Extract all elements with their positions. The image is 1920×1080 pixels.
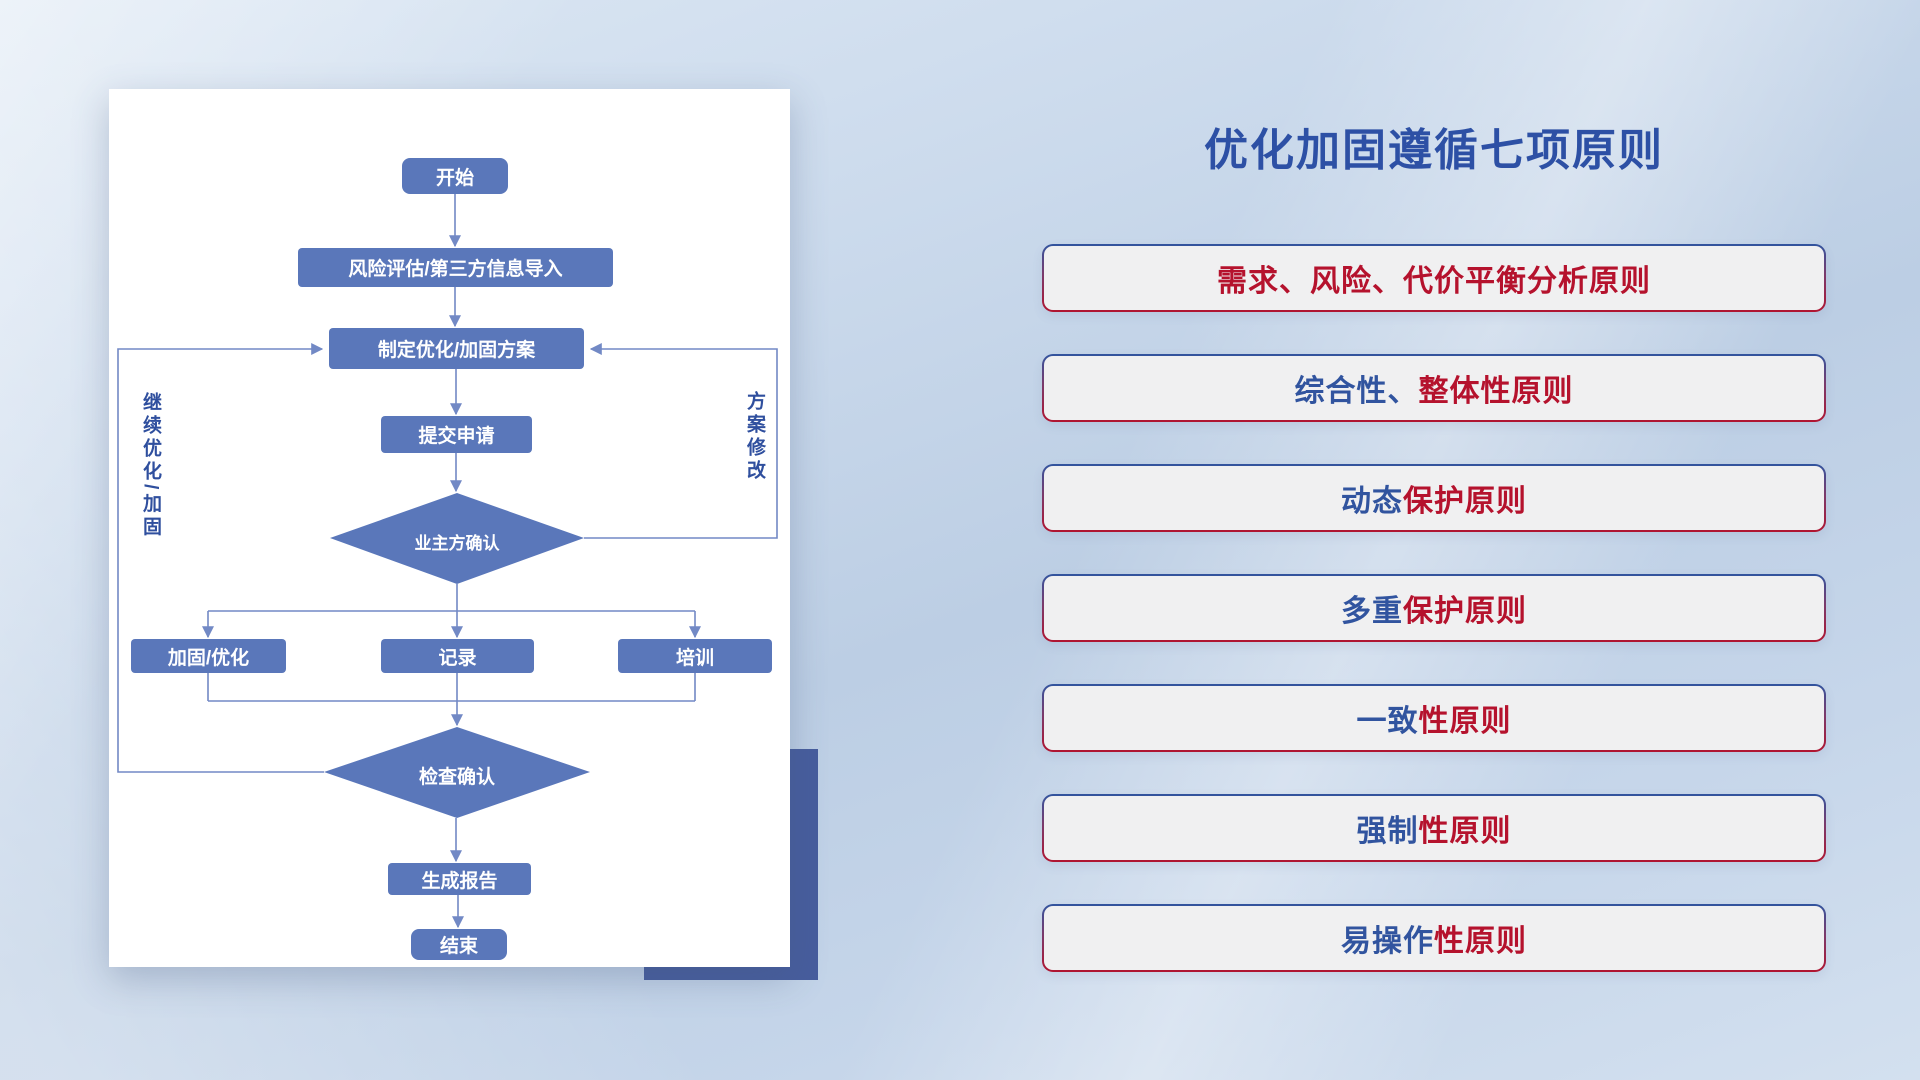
principle-box: 多重保护原则 [1042, 574, 1826, 642]
page-title: 优化加固遵循七项原则 [1204, 126, 1664, 175]
principle-box: 综合性、整体性原则 [1042, 354, 1826, 422]
principle-text: 整体性原则 [1418, 375, 1574, 408]
principle-box: 易操作性原则 [1042, 904, 1826, 972]
principle-text: 易操作 [1341, 925, 1434, 958]
flow-connectors [117, 194, 778, 929]
flowchart-card: 开始 风险评估/第三方信息导入 制定优化/加固方案 提交申请 业主方确认 加固/… [109, 89, 790, 967]
check-confirm-diamond [324, 727, 590, 818]
principle-box: 动态保护原则 [1042, 464, 1826, 532]
principles-list: 需求、风险、代价平衡分析原则综合性、整体性原则动态保护原则多重保护原则一致性原则… [1042, 244, 1826, 972]
label-continue-optimize-loop: 继续优化/加固 [140, 392, 161, 540]
principle-text: 保护原则 [1403, 595, 1527, 628]
node-submit-application: 提交申请 [381, 416, 532, 453]
principle-box: 一致性原则 [1042, 684, 1826, 752]
label-plan-modify-loop: 方案修改 [744, 391, 765, 483]
principle-box: 需求、风险、代价平衡分析原则 [1042, 244, 1826, 312]
node-record: 记录 [381, 639, 534, 673]
principle-text: 性原则 [1418, 815, 1512, 848]
principle-box: 强制性原则 [1042, 794, 1826, 862]
principle-text: 性原则 [1434, 925, 1527, 958]
principle-text: 动态 [1341, 485, 1403, 518]
principle-text: 强制 [1356, 815, 1419, 848]
node-risk-assessment: 风险评估/第三方信息导入 [298, 248, 613, 287]
principle-text: 综合性、 [1294, 375, 1419, 408]
principle-text: 性原则 [1418, 705, 1512, 738]
node-check-confirm-label: 检查确认 [418, 767, 495, 788]
node-training: 培训 [618, 639, 772, 673]
principle-text: 一致 [1356, 705, 1419, 738]
owner-confirm-diamond [330, 493, 584, 584]
node-make-plan: 制定优化/加固方案 [329, 328, 584, 369]
node-end: 结束 [411, 929, 507, 960]
principle-text: 保护原则 [1403, 485, 1527, 518]
node-reinforce-optimize: 加固/优化 [131, 639, 286, 673]
node-owner-confirm-label: 业主方确认 [414, 534, 500, 553]
principle-text: 需求、风险、代价平衡分析原则 [1217, 265, 1651, 298]
node-start: 开始 [402, 158, 508, 194]
principle-text: 多重 [1341, 595, 1403, 628]
node-generate-report: 生成报告 [388, 863, 531, 895]
